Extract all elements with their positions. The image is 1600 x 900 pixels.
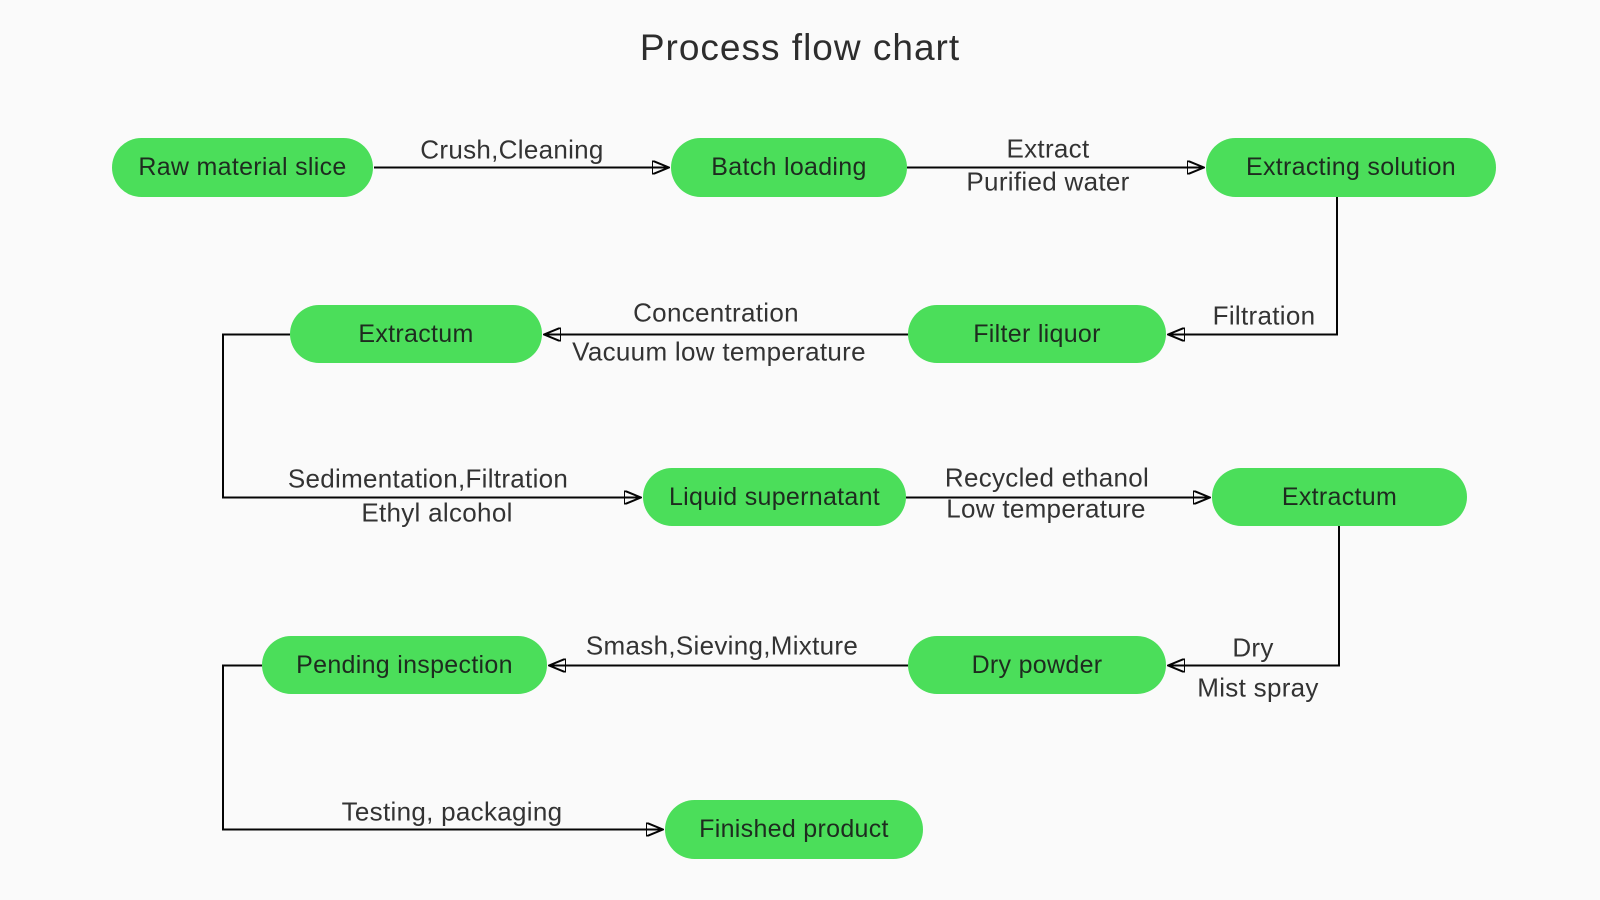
- node-dry-powder: Dry powder: [908, 636, 1166, 694]
- edge-label-low-temperature: Low temperature: [946, 493, 1146, 524]
- node-finished-product: Finished product: [665, 800, 923, 859]
- node-filter-liquor: Filter liquor: [908, 305, 1166, 363]
- edge-label-crush-cleaning: Crush,Cleaning: [420, 134, 604, 165]
- node-raw-material-slice: Raw material slice: [112, 138, 373, 197]
- edge-label-dry: Dry: [1232, 632, 1274, 663]
- edge-label-ethyl-alcohol: Ethyl alcohol: [361, 497, 513, 528]
- node-extracting-solution: Extracting solution: [1206, 138, 1496, 197]
- edge-extracting-to-filter: [1169, 197, 1338, 335]
- edge-label-filtration: Filtration: [1212, 300, 1316, 331]
- edge-label-sedimentation-filtration: Sedimentation,Filtration: [287, 463, 569, 494]
- edge-label-mist-spray: Mist spray: [1197, 672, 1319, 703]
- node-pending-inspection: Pending inspection: [262, 636, 547, 694]
- edge-label-concentration: Concentration: [633, 297, 799, 328]
- edge-extractum1-to-liquid: [222, 333, 640, 498]
- edge-label-vacuum-low-temperature: Vacuum low temperature: [572, 336, 866, 367]
- node-extractum-2: Extractum: [1212, 468, 1467, 526]
- edge-pending-to-finished: [222, 664, 662, 830]
- page-title: Process flow chart: [639, 27, 961, 68]
- edge-label-testing-packaging: Testing, packaging: [341, 796, 563, 827]
- edge-label-smash-sieving-mixture: Smash,Sieving,Mixture: [585, 630, 859, 661]
- edge-label-purified-water: Purified water: [966, 166, 1130, 197]
- edge-extractum2-to-dry: [1169, 526, 1340, 666]
- edge-label-extract: Extract: [1006, 133, 1090, 164]
- node-liquid-supernatant: Liquid supernatant: [643, 468, 906, 526]
- node-extractum-1: Extractum: [290, 305, 542, 363]
- node-batch-loading: Batch loading: [671, 138, 907, 197]
- edge-label-recycled-ethanol: Recycled ethanol: [944, 462, 1150, 493]
